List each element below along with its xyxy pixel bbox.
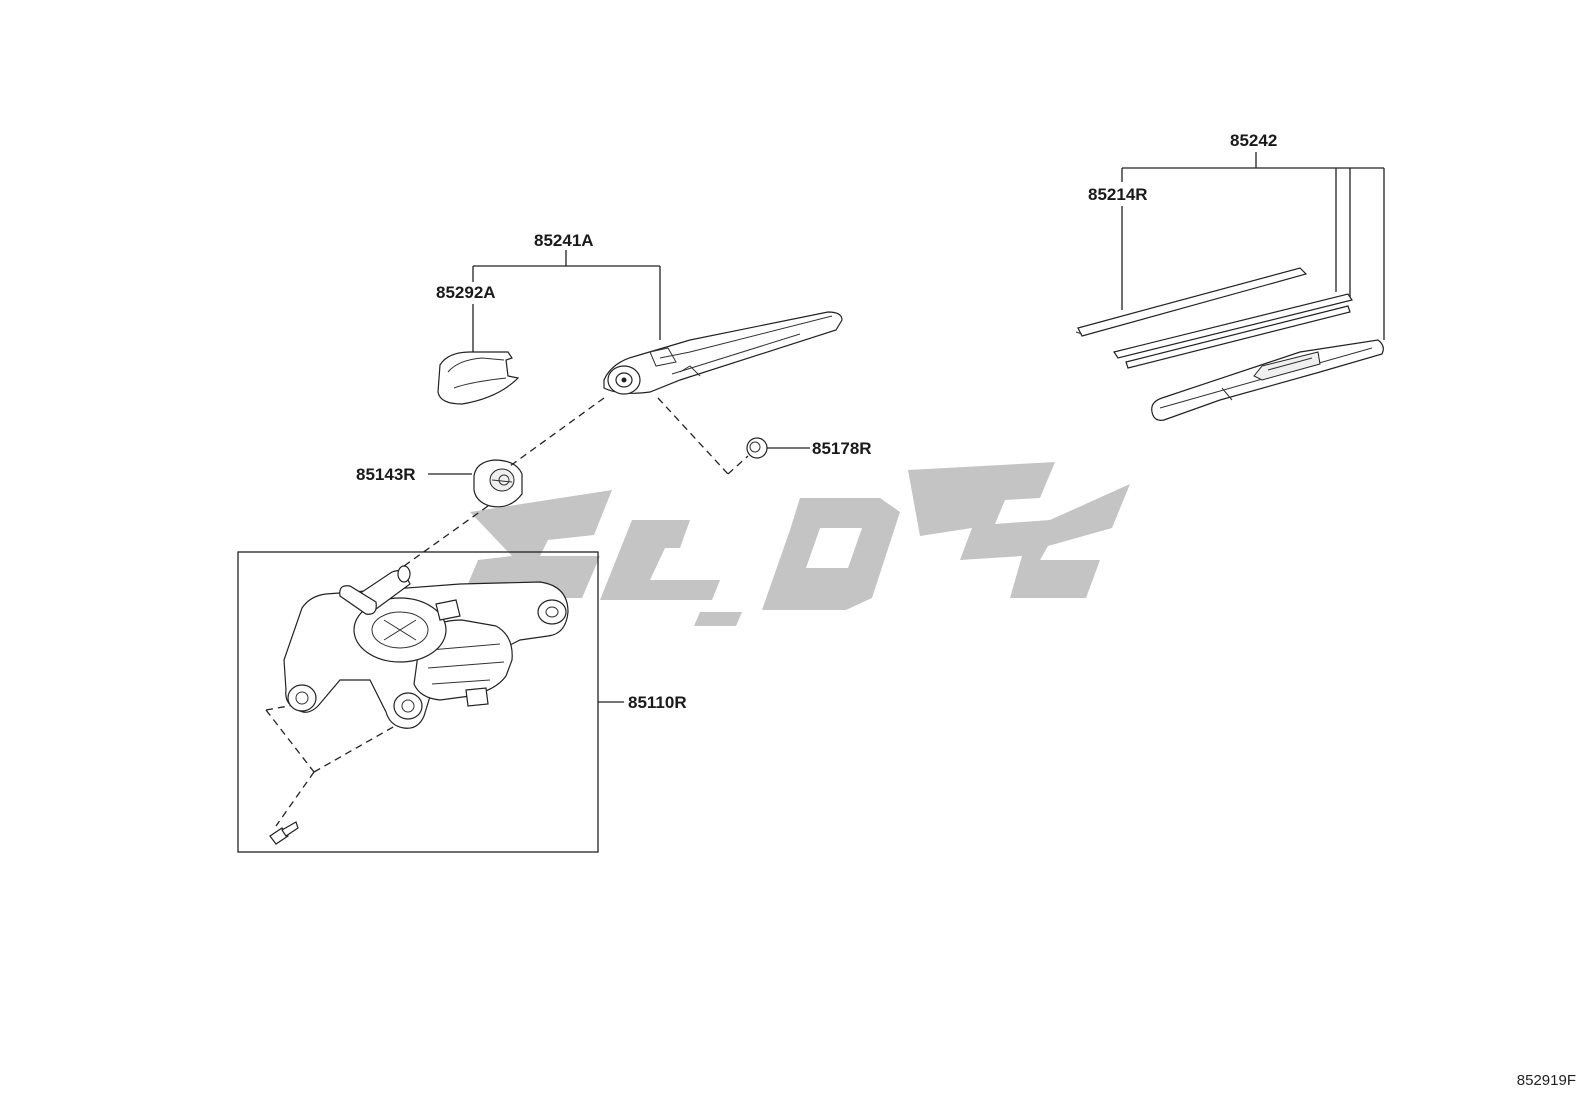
wiper-motor-part: [283, 565, 569, 729]
label-85143R-group: 85143R: [356, 459, 523, 508]
arm-nut-part: [746, 437, 768, 459]
watermark-logo: [462, 462, 1130, 626]
label-85110R: 85110R: [628, 693, 687, 712]
label-85292A-group: 85292A: [436, 266, 496, 354]
pivot-cap-part: [473, 459, 523, 508]
label-85242: 85242: [1230, 131, 1277, 150]
label-85214R: 85214R: [1088, 185, 1148, 204]
blade-strip-part: [1113, 293, 1353, 369]
blade-rubber-part: [1075, 267, 1308, 337]
motor-assembly-box: 85110R: [237, 551, 687, 853]
label-85143R: 85143R: [356, 465, 416, 484]
label-85214R-group: 85214R: [1088, 185, 1148, 310]
mounting-bolt-part: [269, 821, 299, 845]
label-85241A: 85241A: [534, 231, 594, 250]
label-85241A-group: 85241A: [473, 231, 661, 340]
wiper-arm-part: [603, 311, 843, 395]
label-85178R-group: 85178R: [746, 437, 872, 459]
label-85292A: 85292A: [436, 283, 496, 302]
blade-carrier-part: [1151, 339, 1384, 421]
diagram-reference-code: 852919F: [1516, 1072, 1576, 1089]
arm-cap-part: [437, 351, 520, 405]
label-85178R: 85178R: [812, 439, 872, 458]
label-85242-group: 85242: [1121, 131, 1385, 340]
